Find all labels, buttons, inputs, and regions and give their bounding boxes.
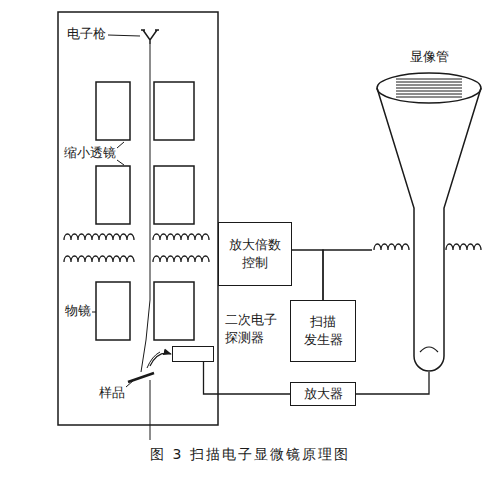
crt-coil	[374, 244, 481, 250]
axis-line	[150, 380, 151, 440]
node-body: 扫描 发生器	[294, 313, 352, 348]
coil-winding	[153, 234, 209, 240]
lens-block	[154, 82, 194, 140]
lens-block	[96, 82, 130, 140]
node-text: 放大器	[304, 385, 343, 403]
coil-winding	[153, 256, 209, 262]
lens-block	[96, 166, 130, 224]
signal-wire	[292, 250, 323, 300]
part-label: 样品	[98, 385, 126, 402]
coil-winding	[374, 244, 409, 250]
crt-outline	[372, 48, 486, 372]
crt-funnel	[377, 88, 481, 371]
node-body: 放大倍数 控制	[222, 236, 288, 271]
objective-block	[96, 282, 130, 340]
node-text: 放大倍数 控制	[222, 236, 288, 271]
generator-box: 扫描 发生器	[290, 300, 356, 362]
control-box: 放大倍数 控制	[218, 222, 292, 286]
scan-coil	[64, 234, 209, 262]
node-title: 二次电子 探测器	[225, 311, 289, 346]
signal-wire	[356, 372, 429, 394]
secondary-electron-arrow	[150, 353, 171, 366]
figure-caption: 图 3 扫描电子显微镜原理图	[0, 446, 500, 464]
column-housing	[58, 12, 218, 425]
node-text: 扫描 发生器	[294, 313, 352, 348]
part-label: 电子枪	[66, 26, 107, 43]
secondary-electron-arrow	[147, 352, 160, 368]
coil-winding	[64, 256, 134, 262]
signal-wire	[204, 362, 291, 394]
detector-box: 二次电子 探测器	[172, 346, 214, 362]
part-label: 缩小透镜	[63, 145, 117, 162]
crt-tube: 显像管	[372, 48, 486, 372]
crt-gun	[420, 347, 438, 352]
signal-wire	[323, 250, 372, 300]
electron-beam	[141, 44, 150, 372]
amplifier-box: 放大器	[290, 382, 356, 406]
crt-screen	[377, 73, 481, 103]
coil-winding	[446, 244, 481, 250]
objective-block	[154, 282, 194, 340]
node-body: 放大器	[304, 385, 343, 403]
coil-winding	[64, 234, 134, 240]
raster-lines	[396, 79, 462, 97]
node-title: 显像管	[372, 48, 486, 66]
part-label: 物镜	[64, 303, 92, 320]
electron-gun	[141, 30, 159, 44]
leader-line	[92, 35, 140, 387]
lens-block	[154, 166, 194, 224]
